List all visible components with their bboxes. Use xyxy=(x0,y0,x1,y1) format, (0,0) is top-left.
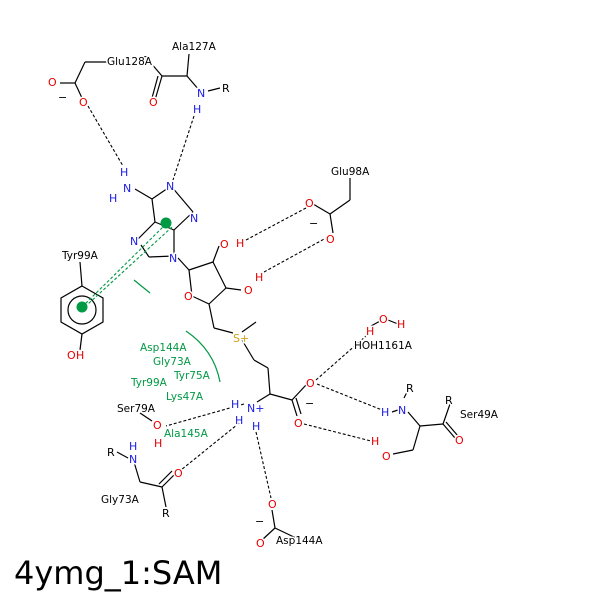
atom-h: H xyxy=(371,435,379,448)
pi-centroid-adenine xyxy=(160,217,172,229)
hydrophobic-labels: Asp144A Gly73A Tyr75A Tyr99A Lys47A Ala1… xyxy=(129,341,213,442)
atom-r: R xyxy=(107,446,115,459)
atom-o: O xyxy=(174,467,183,480)
atom-n: N xyxy=(123,182,131,195)
atom-r: R xyxy=(162,507,170,520)
charge-minus: − xyxy=(255,515,264,528)
hydrophobic-label: Tyr99A xyxy=(130,377,168,389)
atom-o: O xyxy=(79,96,88,109)
charge-minus: − xyxy=(58,91,67,104)
atom-n: N xyxy=(169,252,177,265)
atom-r: R xyxy=(445,394,453,407)
residue-ala127: Ala127A xyxy=(172,41,217,53)
atom-o: O xyxy=(326,233,335,246)
charge-minus: − xyxy=(305,397,314,410)
hydrophobic-label: Gly73A xyxy=(153,356,192,368)
atom-h: H xyxy=(236,237,244,250)
hydrogen-bonds xyxy=(87,105,383,499)
atom-o: O xyxy=(455,434,464,447)
atom-o: O xyxy=(305,197,314,210)
atom-n-plus: N+ xyxy=(247,402,264,415)
atom-o: O xyxy=(48,76,57,89)
atom-h: H xyxy=(129,440,137,453)
pi-stacking xyxy=(76,217,173,313)
atom-o: O xyxy=(294,417,303,430)
charge-minus: − xyxy=(309,217,318,230)
atom-h: H xyxy=(366,325,374,338)
atom-o: O xyxy=(306,377,315,390)
atom-o: O xyxy=(184,290,193,303)
atom-h: H xyxy=(120,166,128,179)
atom-labels: O O − R O N H R H N H N N N N O O H O H … xyxy=(47,53,466,552)
residue-ser79: Ser79A xyxy=(117,403,156,415)
atom-n: N xyxy=(129,453,137,466)
hydrophobic-label: Lys47A xyxy=(166,391,204,403)
atom-s-plus: S+ xyxy=(233,332,249,345)
atom-n: N xyxy=(166,180,174,193)
atom-o: O xyxy=(379,313,388,326)
hydrophobic-label: Ala145A xyxy=(164,428,209,440)
atom-h: H xyxy=(235,414,243,427)
hydrophobic-label: Tyr75A xyxy=(173,370,211,382)
atom-r: R xyxy=(406,382,414,395)
residue-glu98: Glu98A xyxy=(331,166,370,178)
atom-o: O xyxy=(268,498,277,511)
residue-hoh1161: HOH1161A xyxy=(354,340,413,352)
atom-o: O xyxy=(382,450,391,463)
atom-h: H xyxy=(255,271,263,284)
atom-h: H xyxy=(231,398,239,411)
atom-r: R xyxy=(222,82,230,95)
atom-h: H xyxy=(397,318,405,331)
atom-h: H xyxy=(76,349,84,362)
residue-tyr99: Tyr99A xyxy=(61,250,99,262)
atom-o: O xyxy=(256,537,265,550)
atom-h: H xyxy=(252,420,260,433)
atom-o: O xyxy=(244,284,253,297)
bond-skeleton xyxy=(60,53,459,541)
atom-h: H xyxy=(381,406,389,419)
atom-o: O xyxy=(67,349,76,362)
residue-ser49: Ser49A xyxy=(460,409,499,421)
residue-gly73: Gly73A xyxy=(101,494,140,506)
diagram-title: 4ymg_1:SAM xyxy=(14,554,222,592)
atom-n: N xyxy=(197,87,205,100)
residue-glu128: Glu128A xyxy=(107,56,153,68)
pi-centroid-tyrosine xyxy=(76,301,88,313)
hydrophobic-label: Asp144A xyxy=(140,342,187,354)
atom-h: H xyxy=(109,192,117,205)
residue-asp144: Asp144A xyxy=(276,535,323,547)
atom-h: H xyxy=(154,437,162,450)
atom-o: O xyxy=(220,238,229,251)
atom-n: N xyxy=(130,235,138,248)
residue-labels: Ala127A Glu128A Glu98A Tyr99A HOH1161A S… xyxy=(60,40,501,549)
atom-n: N xyxy=(398,404,406,417)
atom-o: O xyxy=(153,419,162,432)
atom-h: H xyxy=(193,103,201,116)
hydrophobic-arcs xyxy=(133,279,221,383)
atom-r: R xyxy=(143,54,151,67)
atom-o: O xyxy=(149,96,158,109)
atom-n: N xyxy=(190,212,198,225)
